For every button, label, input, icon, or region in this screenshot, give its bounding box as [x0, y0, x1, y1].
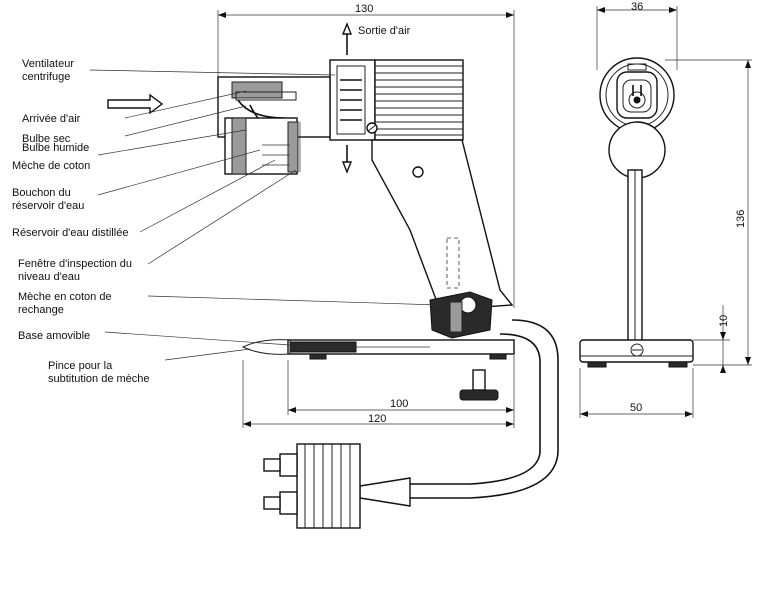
label-rechange-1: Mèche en coton de: [18, 291, 112, 303]
dim-130: 130: [355, 3, 373, 15]
label-pince-1: Pince pour la: [48, 360, 113, 372]
label-bulbe-humide: Bulbe humide: [22, 142, 89, 154]
label-pince-2: subtitution de mèche: [48, 373, 150, 385]
leader-lines: [89, 69, 441, 361]
dim-100: 100: [390, 398, 408, 410]
label-fenetre-2: niveau d'eau: [18, 271, 80, 283]
text-labels: Sortie d'air Ventilateur centrifuge Arri…: [12, 25, 411, 385]
dimension-lines-front: [217, 10, 515, 428]
label-reservoir: Réservoir d'eau distillée: [12, 227, 128, 239]
dim-136: 136: [735, 210, 747, 228]
label-rechange-2: rechange: [18, 304, 64, 316]
label-ventilateur-1: Ventilateur: [22, 58, 74, 70]
side-view: [579, 6, 752, 418]
dimension-texts: 130 36 136 10 100 120 50: [355, 1, 747, 425]
label-meche-coton: Mèche de coton: [12, 160, 90, 172]
label-sortie-air: Sortie d'air: [358, 25, 411, 37]
front-view: [107, 22, 559, 529]
dim-120: 120: [368, 413, 386, 425]
label-ventilateur-2: centrifuge: [22, 71, 70, 83]
label-fenetre-1: Fenêtre d'inspection du: [18, 258, 132, 270]
label-bulbe-sec: Bulbe sec: [22, 133, 71, 145]
dim-50: 50: [630, 402, 642, 414]
label-bouchon-1: Bouchon du: [12, 187, 71, 199]
dim-10: 10: [718, 315, 730, 327]
knurl-lines: [375, 65, 463, 136]
dim-36: 36: [631, 1, 643, 13]
label-bouchon-2: réservoir d'eau: [12, 200, 84, 212]
label-base: Base amovible: [18, 330, 90, 342]
label-arrivee-air: Arrivée d'air: [22, 113, 81, 125]
